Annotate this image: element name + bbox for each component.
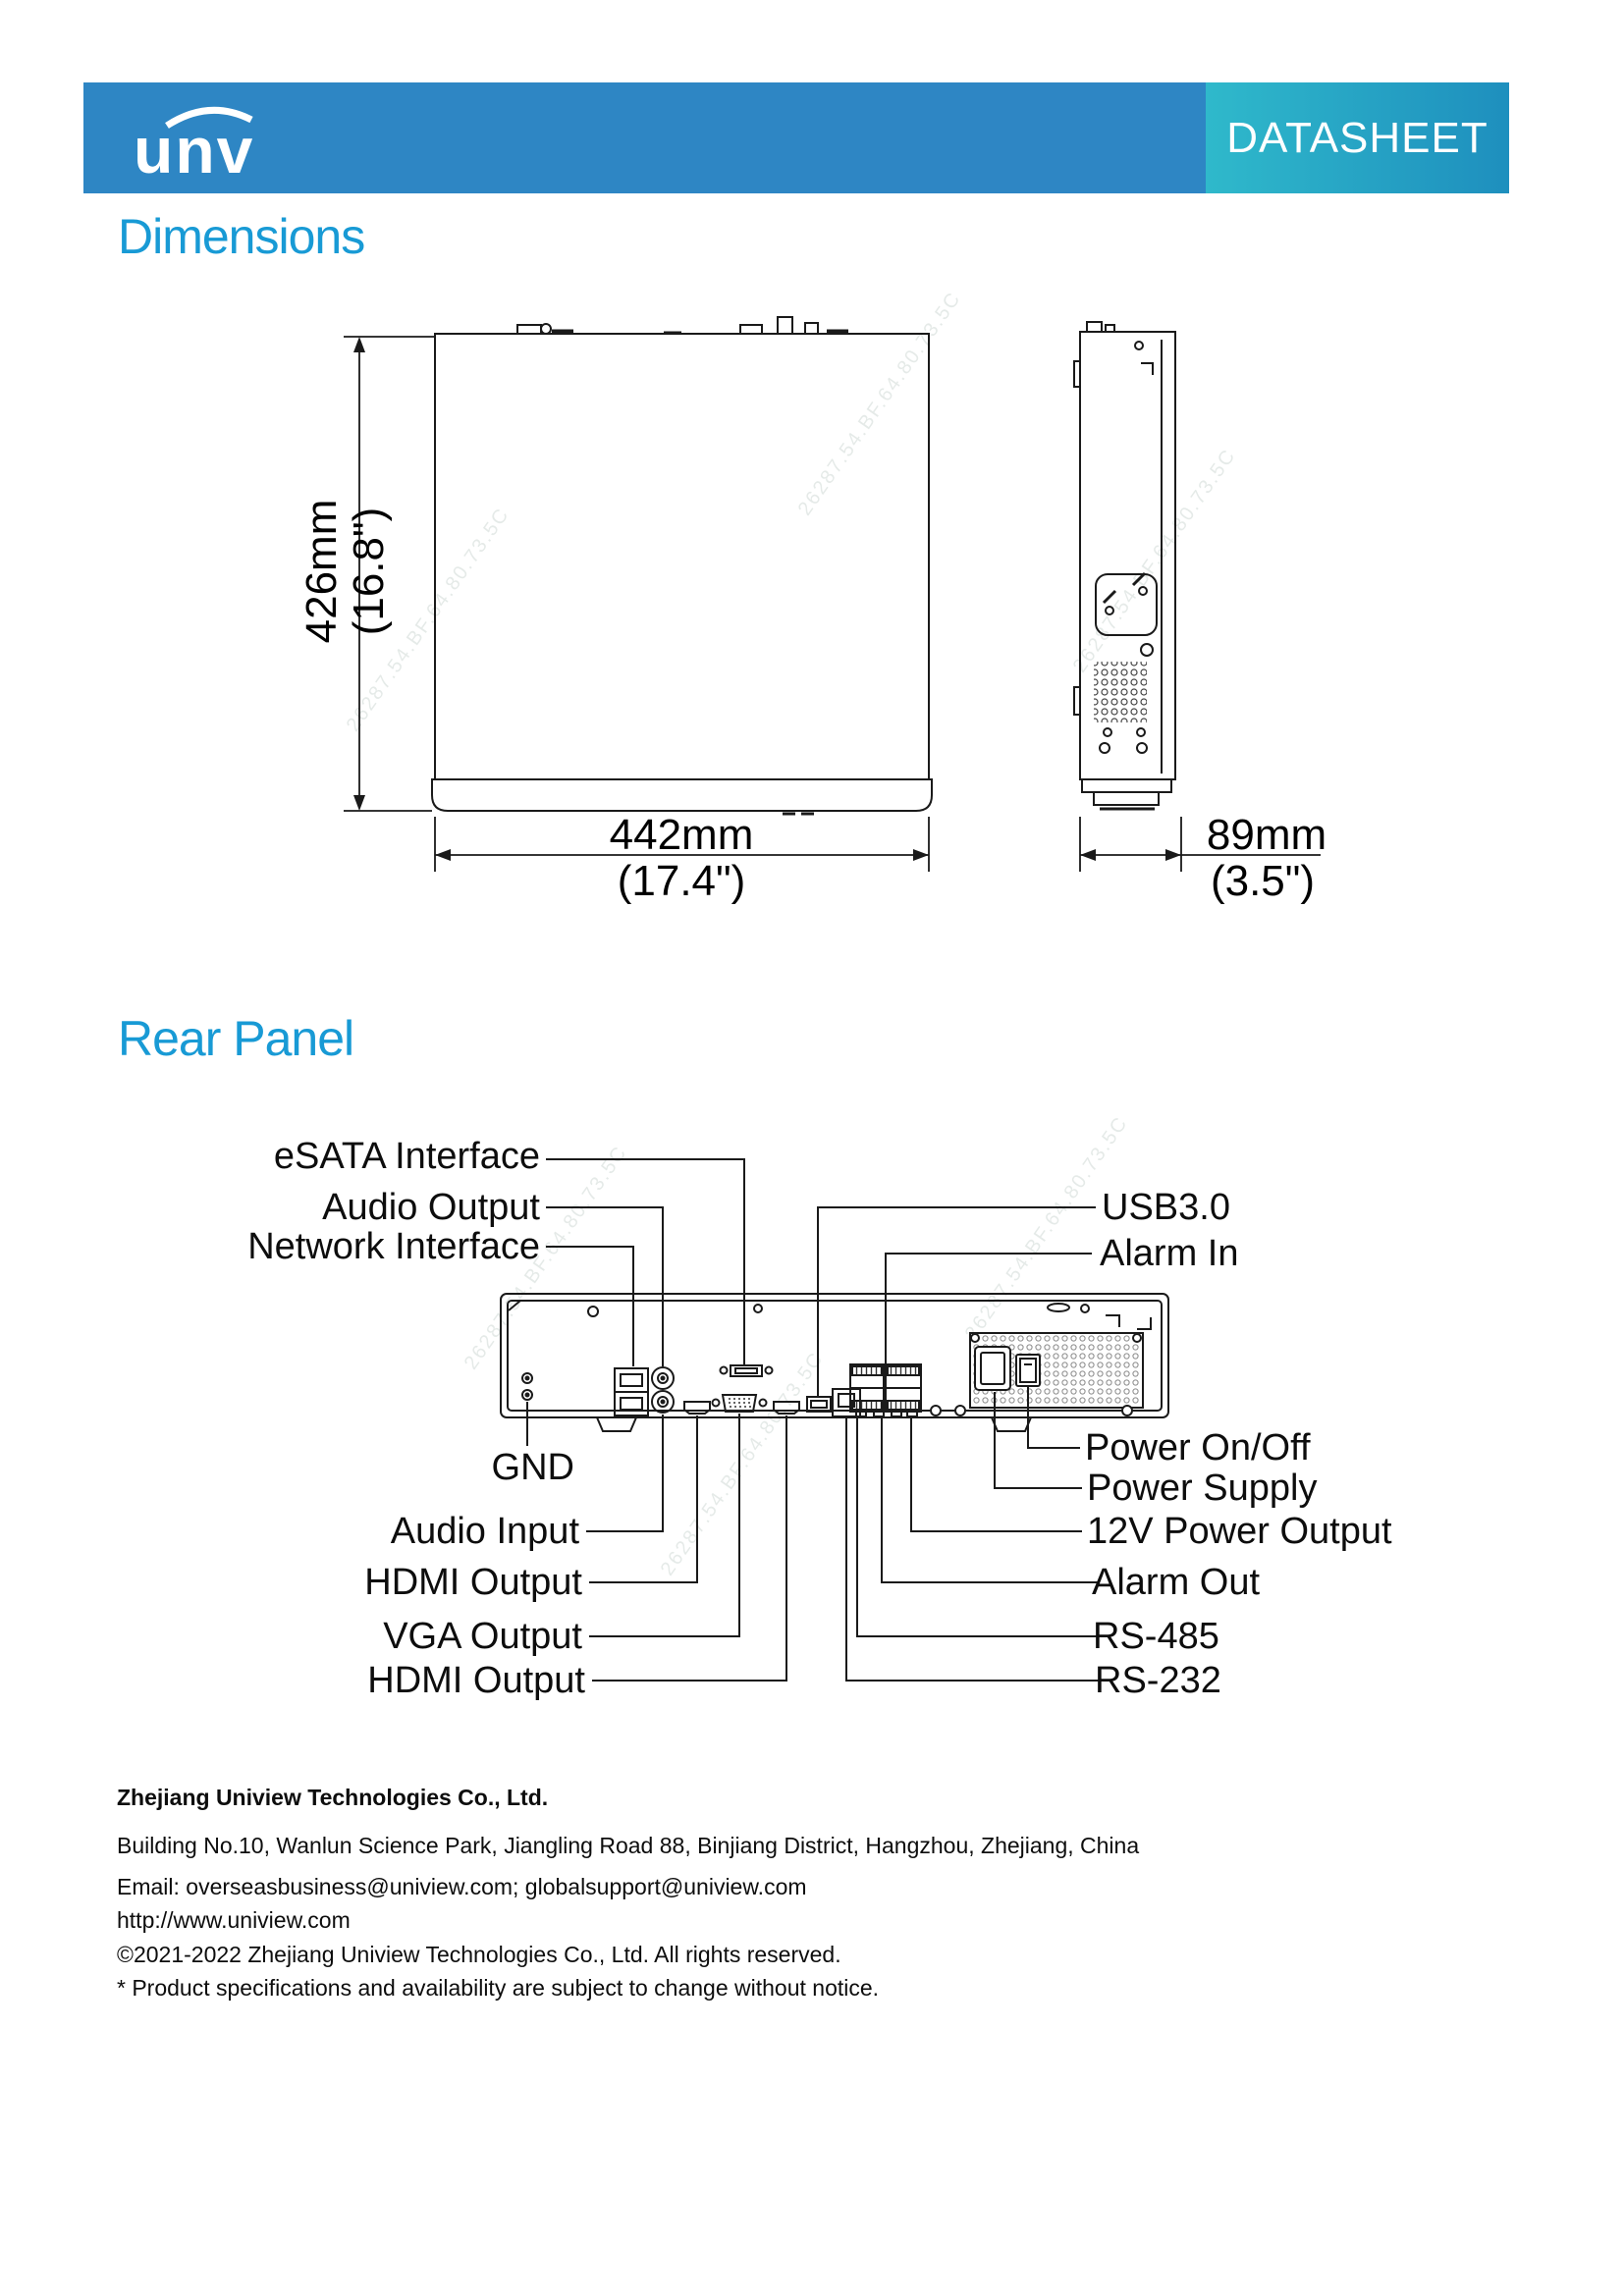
footer-address: Building No.10, Wanlun Science Park, Jia… xyxy=(117,1833,1140,1858)
depth-mm: 89mm xyxy=(1206,811,1327,859)
callout-rs232: RS-232 xyxy=(1095,1660,1221,1701)
callout-vga-output: VGA Output xyxy=(383,1616,582,1657)
callout-rs485: RS-485 xyxy=(1093,1616,1219,1657)
footer-website: http://www.uniview.com xyxy=(117,1907,351,1933)
callout-alarm-out: Alarm Out xyxy=(1092,1562,1261,1603)
callout-hdmi-output-2: HDMI Output xyxy=(367,1660,585,1701)
datasheet-badge: DATASHEET xyxy=(1206,82,1509,193)
rear-panel-heading: Rear Panel xyxy=(118,1011,354,1066)
callout-network-interface: Network Interface xyxy=(247,1226,540,1267)
width-mm: 442mm xyxy=(609,811,754,859)
callout-leader-lines xyxy=(526,1158,1100,1682)
callout-hdmi-output-1: HDMI Output xyxy=(364,1562,582,1603)
height-inches: (16.8") xyxy=(344,507,393,636)
footer-company: Zhejiang Uniview Technologies Co., Ltd. xyxy=(117,1785,549,1810)
callout-12v-power-output: 12V Power Output xyxy=(1087,1511,1392,1552)
side-view-drawing xyxy=(1073,321,1176,811)
footer-email: Email: overseasbusiness@uniview.com; glo… xyxy=(117,1874,807,1899)
width-inches: (17.4") xyxy=(617,857,746,905)
callout-audio-input: Audio Input xyxy=(390,1511,579,1552)
callout-usb3: USB3.0 xyxy=(1102,1187,1230,1228)
callout-gnd: GND xyxy=(491,1447,574,1488)
depth-inches: (3.5") xyxy=(1210,857,1316,905)
datasheet-badge-label: DATASHEET xyxy=(1226,113,1489,162)
callout-power-on-off: Power On/Off xyxy=(1085,1427,1311,1468)
dimension-arrowheads xyxy=(353,337,1181,861)
front-top-view-drawing xyxy=(431,316,933,816)
header-band xyxy=(83,82,1206,193)
unv-logo: unv xyxy=(134,106,254,187)
height-mm: 426mm xyxy=(298,499,346,644)
footer-disclaimer: * Product specifications and availabilit… xyxy=(117,1975,880,2001)
dimension-lines xyxy=(344,336,1321,872)
logo-arc xyxy=(165,106,253,129)
height-dimension-label: 426mm (16.8") xyxy=(298,346,393,797)
rear-panel-drawing xyxy=(500,1293,1169,1432)
callout-audio-output: Audio Output xyxy=(322,1187,540,1228)
callout-power-supply: Power Supply xyxy=(1087,1468,1318,1509)
callout-esata-interface: eSATA Interface xyxy=(273,1136,540,1177)
callout-alarm-in: Alarm In xyxy=(1100,1233,1239,1274)
dimensions-heading: Dimensions xyxy=(118,209,365,264)
logo-text: unv xyxy=(134,114,254,187)
footer-copyright: ©2021-2022 Zhejiang Uniview Technologies… xyxy=(117,1942,841,1967)
